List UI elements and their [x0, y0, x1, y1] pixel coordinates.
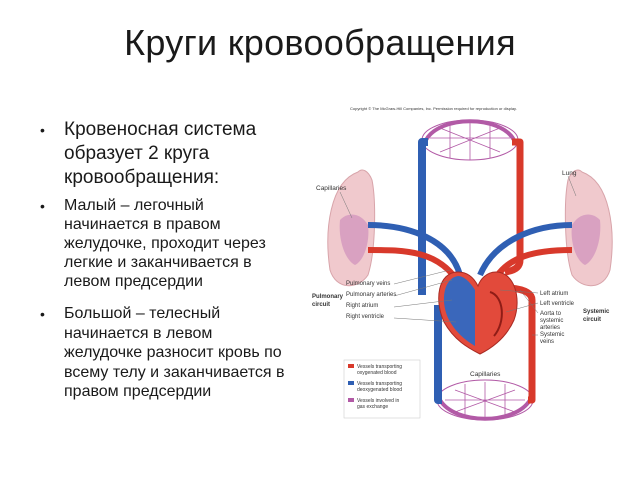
upper-body-capillaries — [421, 119, 519, 161]
legend-oxygenated-line1: Vessels transporting — [357, 364, 402, 370]
heart — [438, 271, 518, 355]
label-leaders — [339, 175, 577, 336]
legend-swatch-deoxygenated — [348, 381, 354, 385]
legend-gas-exchange-line1: Vessels involved in — [357, 398, 399, 404]
bullet-text: Большой – телесный начинается в левом же… — [64, 305, 285, 400]
bullet-marker: • — [40, 306, 45, 322]
label-capillaries-top: Capillaries — [316, 185, 347, 192]
label-systemic-veins-line1: Systemic — [540, 332, 564, 338]
label-systemic-veins-line2: veins — [540, 339, 554, 345]
label-left-ventricle: Left ventricle — [540, 301, 575, 307]
label-aorta-line2: systemic — [540, 318, 563, 324]
superior-vena-cava — [418, 138, 428, 295]
legend-swatch-gas-exchange — [348, 398, 354, 402]
copyright-notice: Copyright © The McGraw-Hill Companies, I… — [350, 106, 517, 111]
bullet-marker: • — [40, 198, 45, 214]
label-pulmonary-arteries: Pulmonary arteries — [346, 292, 396, 298]
lower-body-capillaries — [436, 379, 534, 421]
legend-deoxygenated-line1: Vessels transporting — [357, 381, 402, 387]
aorta-upper — [504, 138, 524, 276]
bullet-marker: • — [40, 122, 45, 138]
label-pulmonary-circuit-line2: circuit — [312, 302, 330, 308]
label-lung: Lung — [562, 170, 577, 177]
label-pulmonary-veins: Pulmonary veins — [346, 281, 390, 287]
label-aorta-line1: Aorta to — [540, 311, 562, 317]
label-capillaries-bottom: Capillaries — [470, 371, 501, 378]
legend: Vessels transporting oxygenated blood Ve… — [343, 359, 421, 419]
slide-title: Круги кровообращения — [124, 22, 516, 63]
label-aorta-line3: arteries — [540, 325, 560, 331]
legend-deoxygenated-line2: deoxygenated blood — [357, 387, 402, 393]
bullet-text: Кровеносная система образует 2 круга кро… — [64, 119, 257, 188]
right-lung — [564, 169, 613, 287]
pulmonary-artery-right — [477, 222, 573, 277]
label-left-atrium: Left atrium — [540, 291, 568, 297]
label-pulmonary-circuit-line1: Pulmonary — [312, 294, 344, 300]
label-systemic-circuit-line1: Systemic — [583, 309, 610, 315]
label-right-atrium: Right atrium — [346, 303, 378, 309]
left-lung — [327, 169, 376, 287]
legend-gas-exchange-line2: gas exchange — [357, 404, 388, 410]
legend-swatch-oxygenated — [348, 364, 354, 368]
legend-oxygenated-line2: oxygenated blood — [357, 370, 397, 376]
bullet-text: Малый – легочный начинается в правом жел… — [64, 197, 266, 290]
label-systemic-circuit-line2: circuit — [583, 317, 601, 323]
pulmonary-artery-left — [367, 222, 463, 276]
label-right-ventricle: Right ventricle — [346, 314, 385, 320]
circulation-diagram: Copyright © The McGraw-Hill Companies, I… — [312, 106, 613, 421]
inferior-vena-cava — [434, 305, 442, 404]
